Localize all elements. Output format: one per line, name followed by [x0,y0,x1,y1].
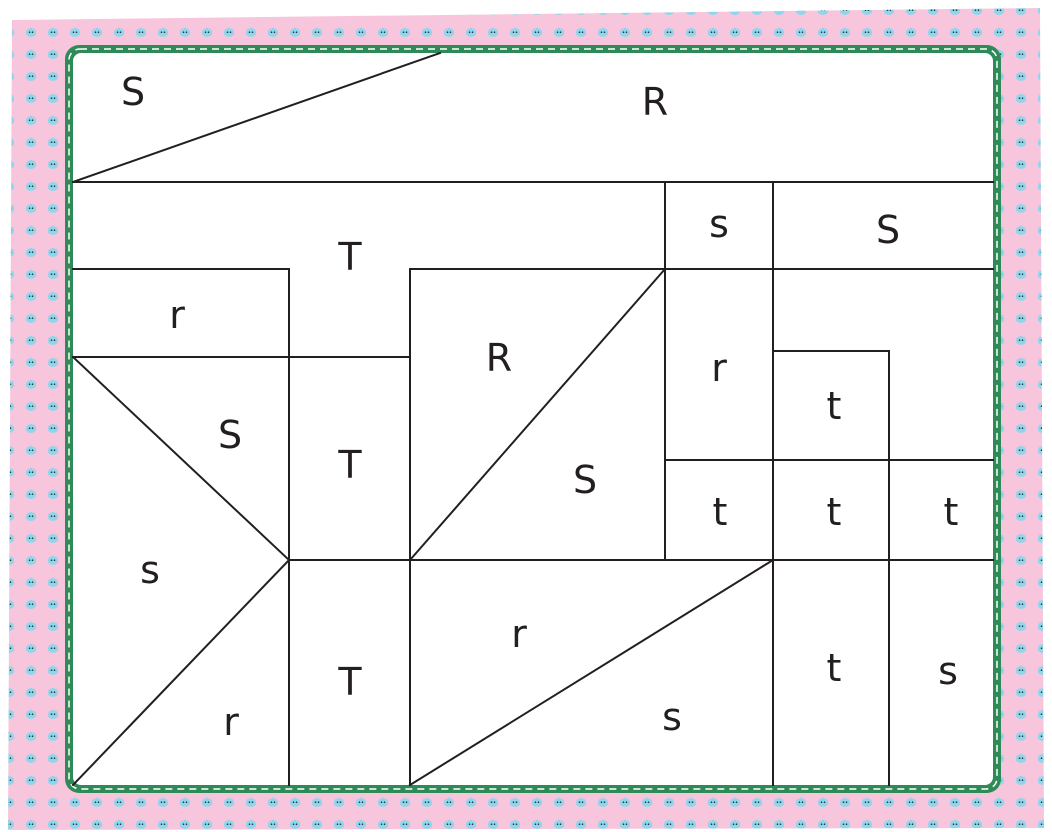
region-letter: s [938,649,958,693]
region-letter: t [713,490,728,534]
region-letter: T [337,443,362,487]
region-letter: R [486,336,512,380]
region-letter: T [337,660,362,704]
region-letter: S [876,208,900,252]
region-letter: R [642,80,668,124]
region-letter: r [223,700,239,744]
region-letter: r [511,612,527,656]
region-letter: S [218,413,242,457]
region-letter: r [169,293,185,337]
region-letter: t [827,490,842,534]
region-letter: T [337,235,362,279]
region-letter: s [140,548,160,592]
region-letter: S [573,458,597,502]
region-letter: s [709,202,729,246]
region-letter: s [662,695,682,739]
region-letter: t [827,384,842,428]
region-letter: t [827,646,842,690]
region-letter: S [121,70,145,114]
region-letter: r [711,346,727,390]
region-letter: t [944,490,959,534]
